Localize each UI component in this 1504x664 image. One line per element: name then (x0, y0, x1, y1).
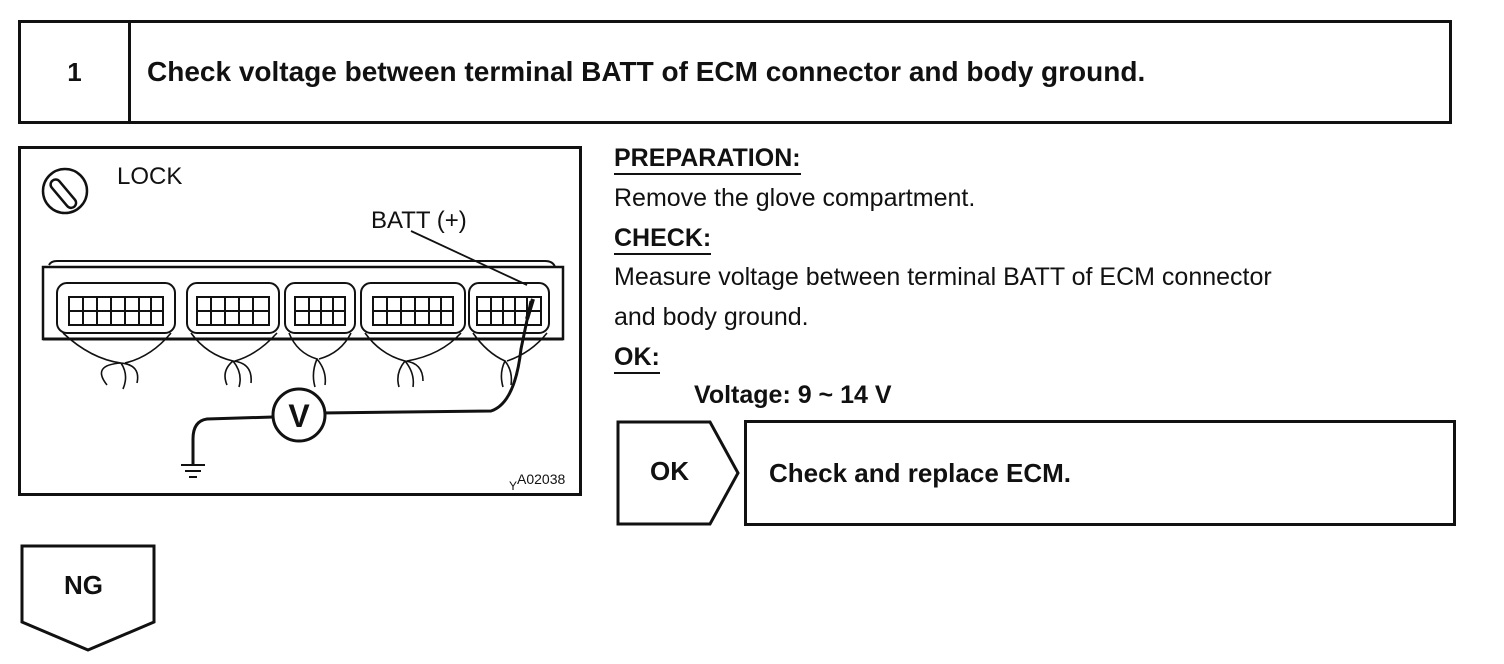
figure-prefix: Y (509, 479, 518, 493)
batt-leader-line (410, 230, 528, 286)
right-arrow-icon (616, 420, 740, 526)
ecm-housing (41, 260, 565, 341)
down-arrow-icon (20, 544, 156, 652)
preparation-text: Remove the glove compartment. (614, 184, 976, 212)
ground-icon (181, 464, 205, 478)
voltmeter-symbol: V (288, 398, 310, 434)
batt-terminal-label: BATT (+) (371, 207, 467, 234)
ok-action-text: Check and replace ECM. (769, 457, 1071, 488)
figure-id: A02038 (517, 471, 566, 487)
probe-lead-positive (320, 300, 533, 415)
step-title: Check voltage between terminal BATT of E… (147, 56, 1146, 87)
ok-arrow: OK (616, 420, 742, 526)
ng-arrow: NG (20, 544, 156, 652)
check-text-line1: Measure voltage between terminal BATT of… (614, 263, 1272, 291)
lock-label: LOCK (117, 163, 183, 190)
wire-harness (62, 332, 548, 390)
ecm-connector-figure: V LOCK BATT (+) Y A02038 (18, 146, 582, 496)
ecm-connectors (56, 282, 550, 334)
step-header: 1 Check voltage between terminal BATT of… (18, 20, 1452, 124)
step-number: 1 (21, 23, 131, 121)
ng-label: NG (64, 570, 103, 600)
voltmeter-icon: V (271, 387, 327, 443)
ok-action-box: Check and replace ECM. (744, 420, 1456, 526)
ok-spec-text: Voltage: 9 ~ 14 V (694, 381, 892, 409)
ok-spec-heading: OK: (614, 342, 660, 374)
preparation-heading: PREPARATION: (614, 143, 801, 175)
check-heading: CHECK: (614, 223, 712, 255)
check-text-line2: and body ground. (614, 303, 809, 331)
probe-lead-ground (191, 415, 274, 465)
ok-label: OK (650, 456, 689, 486)
lock-icon (41, 167, 89, 215)
